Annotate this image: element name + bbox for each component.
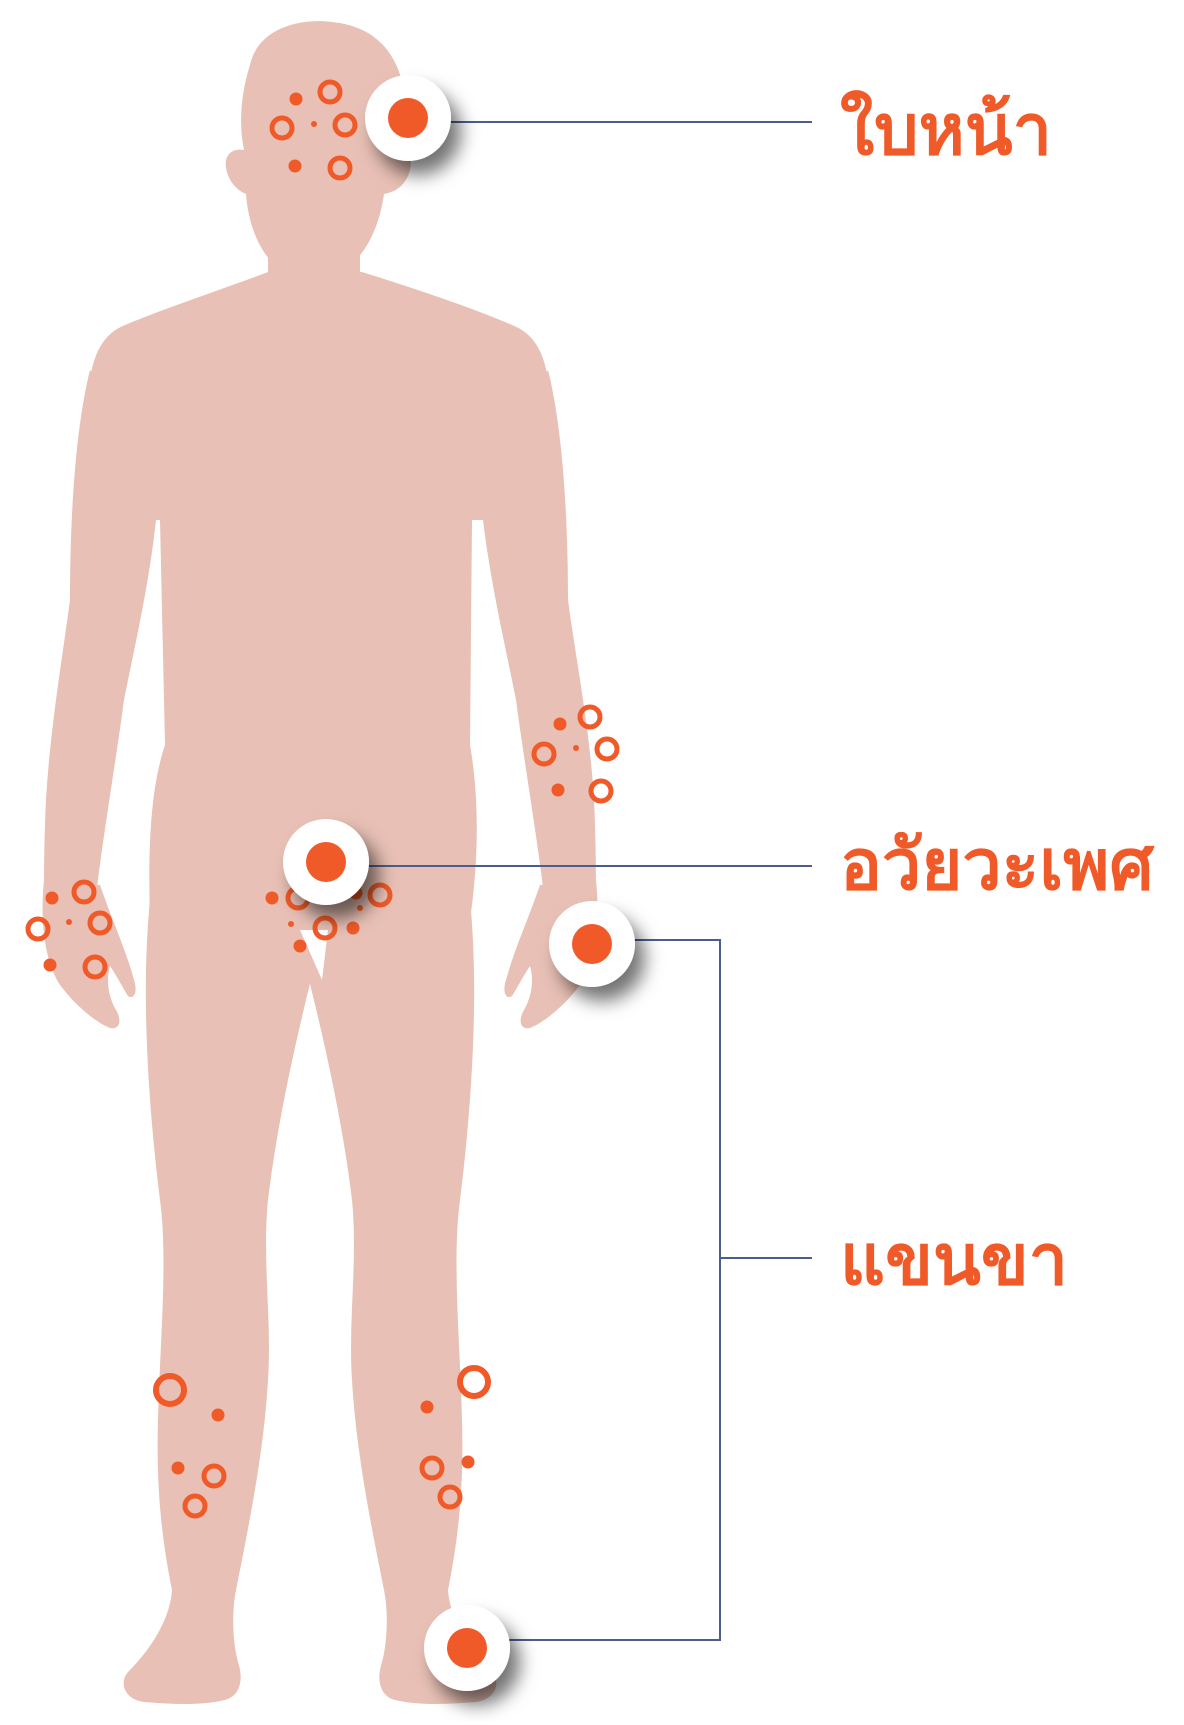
lesion-dot bbox=[573, 745, 579, 751]
left-leg-shape bbox=[124, 900, 322, 1704]
marker-dot bbox=[447, 1628, 487, 1668]
limbs-label: แขนขา bbox=[840, 1225, 1068, 1295]
lesion-ring bbox=[591, 781, 611, 801]
lesion-dot bbox=[66, 919, 72, 925]
right-leg-shape bbox=[298, 900, 496, 1704]
genital-label: อวัยวะเพศ bbox=[840, 830, 1154, 900]
marker-dot bbox=[572, 924, 612, 964]
lesion-dot bbox=[44, 959, 57, 972]
limbs-bracket-line bbox=[505, 940, 720, 1640]
marker-dot bbox=[306, 842, 346, 882]
face-label: ใบหน้า bbox=[840, 95, 1052, 165]
lesion-dot bbox=[172, 1462, 185, 1475]
lesion-dot bbox=[462, 1456, 475, 1469]
right-arm-shape bbox=[478, 370, 596, 895]
marker-dot bbox=[388, 98, 428, 138]
wrist-marker-icon bbox=[549, 901, 635, 987]
lesion-dot bbox=[289, 160, 302, 173]
lesion-dot bbox=[554, 718, 567, 731]
lesion-dot bbox=[288, 921, 294, 927]
lesion-dot bbox=[421, 1401, 434, 1414]
lesion-dot bbox=[212, 1409, 225, 1422]
lesion-dot bbox=[552, 784, 565, 797]
lesion-dot bbox=[266, 892, 279, 905]
lesion-ring bbox=[460, 1368, 488, 1396]
lesion-dot bbox=[46, 892, 59, 905]
lesion-dot bbox=[347, 922, 360, 935]
lesion-dot bbox=[294, 940, 307, 953]
ankle-marker-icon bbox=[424, 1605, 510, 1691]
lesion-dot bbox=[357, 905, 363, 911]
lesion-dot bbox=[290, 93, 303, 106]
left-arm-shape bbox=[44, 370, 160, 895]
genital-marker-icon bbox=[283, 819, 369, 905]
lesion-ring bbox=[597, 739, 617, 759]
face-marker-icon bbox=[365, 75, 451, 161]
lesion-dot bbox=[311, 121, 317, 127]
